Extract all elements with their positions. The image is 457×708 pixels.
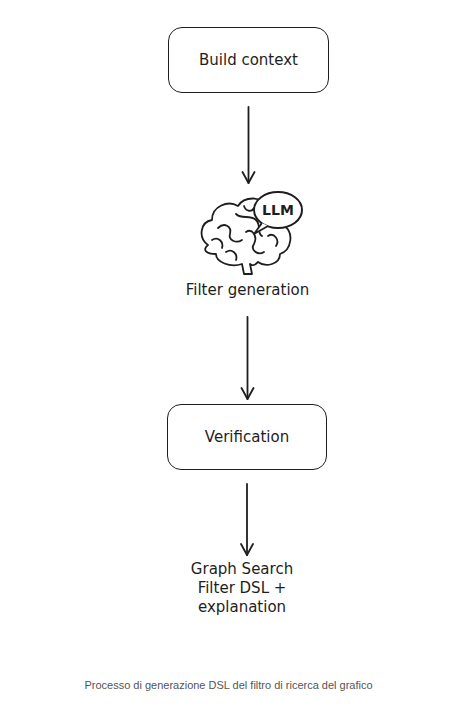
node-text: Verification — [205, 428, 289, 447]
caption: Processo di generazione DSL del filtro d… — [0, 679, 457, 691]
output-label: Graph Search Filter DSL + explanation — [187, 560, 297, 617]
process-box: Build context — [168, 27, 329, 93]
flow-arrow — [248, 107, 250, 183]
node-text: Build context — [199, 51, 298, 70]
flow-arrow — [246, 484, 248, 555]
flow-arrow — [247, 317, 249, 399]
llm-step: LLMFilter generation — [185, 188, 310, 303]
process-box: Verification — [167, 404, 327, 470]
node-text: Graph Search Filter DSL + explanation — [187, 560, 297, 617]
bubble-label: LLM — [254, 201, 302, 219]
step-label: Filter generation — [165, 281, 330, 300]
